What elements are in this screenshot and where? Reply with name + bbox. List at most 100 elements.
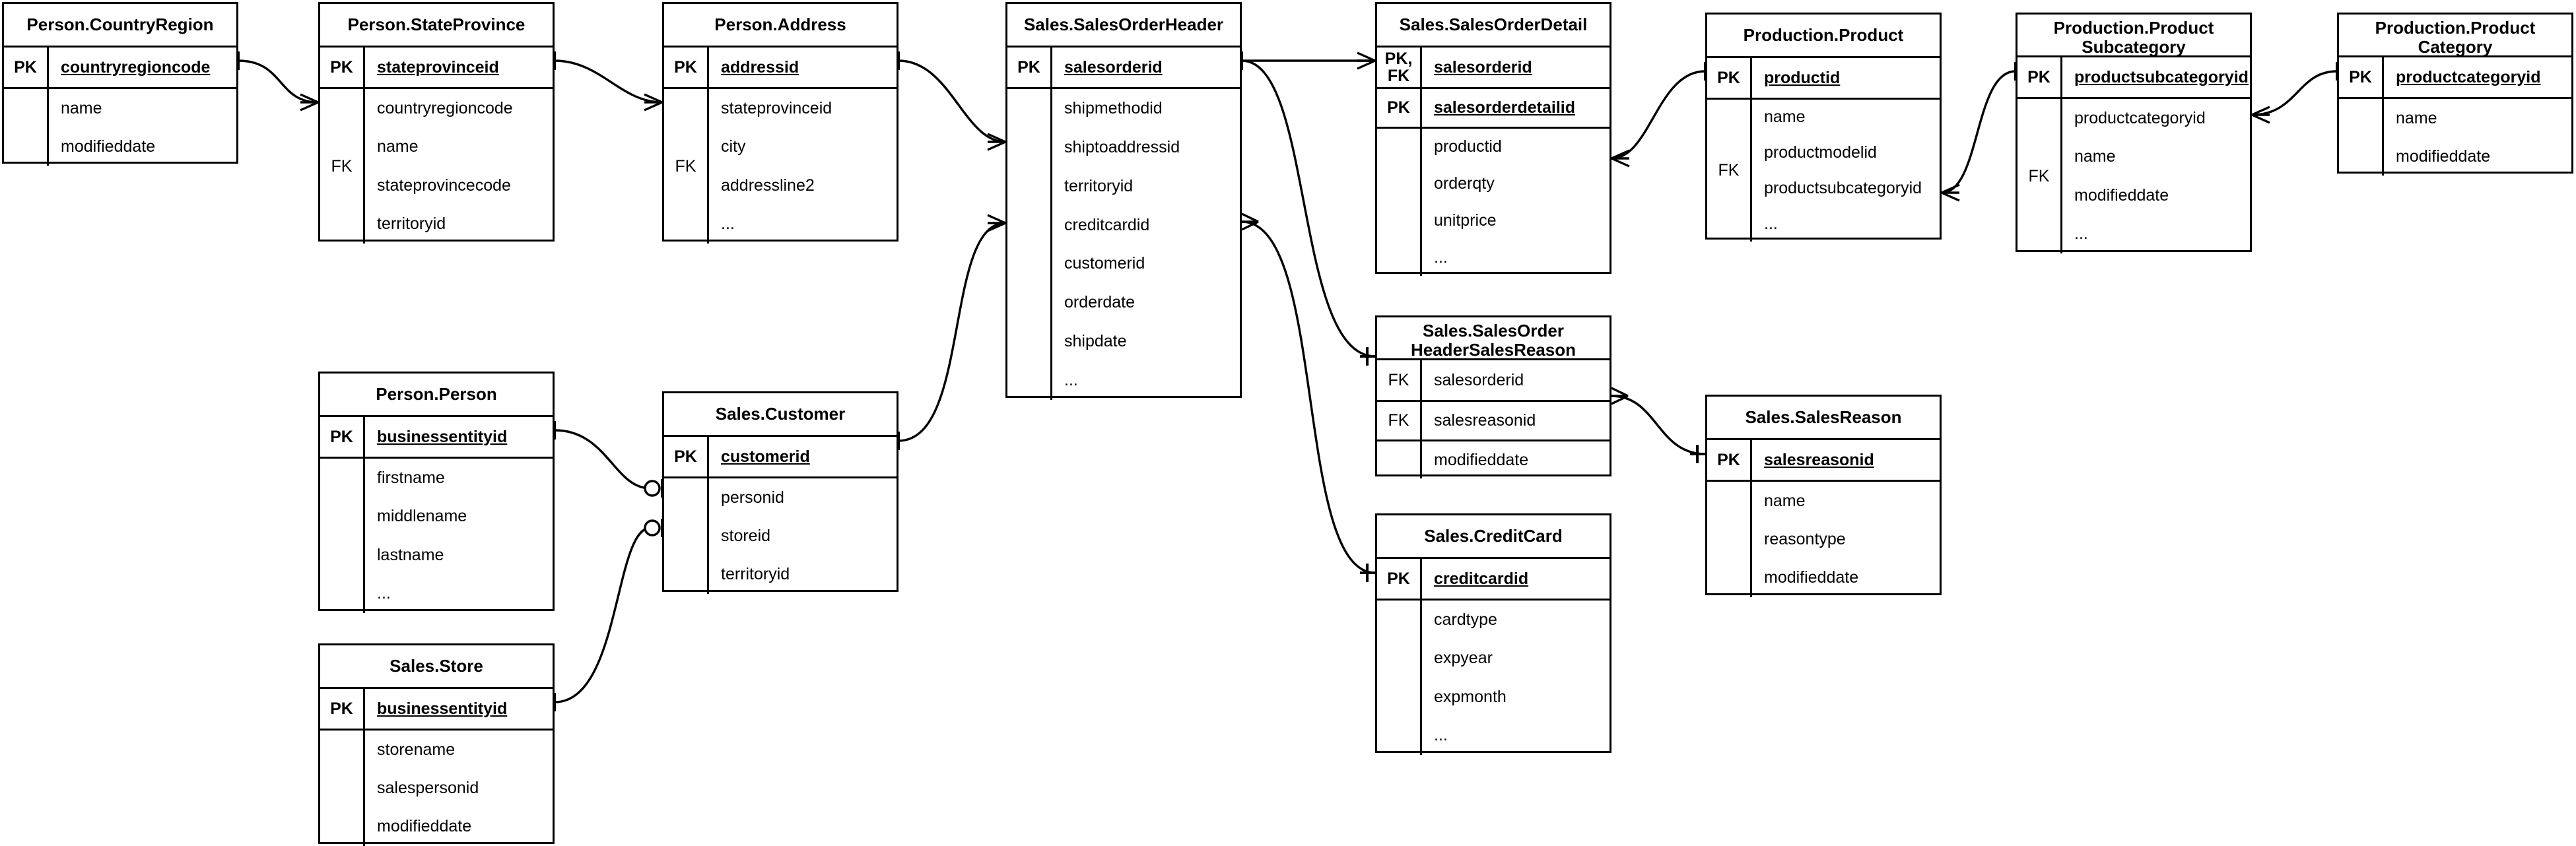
attribute-field[interactable]: name [377,137,419,156]
attribute-field[interactable]: cardtype [1434,610,1497,629]
entity-title: Person.Address [714,14,846,34]
attribute-field[interactable]: ... [1434,726,1448,745]
attribute-field[interactable]: storeid [721,526,771,545]
attribute-field[interactable]: modifieddate [1434,450,1529,469]
attribute-field[interactable]: personid [721,488,784,507]
attribute-field[interactable]: stateprovinceid [721,98,832,117]
attribute-primary-key[interactable]: creditcardid [1434,569,1529,588]
attribute-field[interactable]: modifieddate [61,137,156,156]
attribute-field[interactable]: shipmethodid [1064,98,1163,117]
attribute-field[interactable]: orderdate [1064,293,1135,312]
attribute-field[interactable]: name [1764,108,1806,127]
attribute-field[interactable]: customerid [1064,254,1145,273]
attribute-field[interactable]: territoryid [1064,176,1134,195]
attribute-primary-key[interactable]: addressid [721,57,799,77]
attribute-primary-key[interactable]: productid [1764,68,1841,87]
attribute-field[interactable]: modifieddate [2074,185,2169,205]
attribute-field[interactable]: storename [377,740,456,759]
attribute-primary-key[interactable]: salesorderid [1064,57,1163,77]
attribute-field[interactable]: ... [1434,247,1448,267]
attribute-primary-key[interactable]: productcategoryid [2396,67,2541,86]
attribute-field[interactable]: productcategoryid [2074,108,2206,127]
attribute-field[interactable]: name [1764,491,1806,510]
entity-title: Sales.SalesReason [1745,407,1902,427]
attribute-field[interactable]: orderqty [1434,174,1495,193]
attribute-field[interactable]: name [61,98,102,117]
attribute-column: stateprovinceid city addressline2... [709,89,897,244]
key-badge [1007,89,1052,400]
attribute-field[interactable]: middlename [377,507,467,526]
attribute-field[interactable]: ... [1064,371,1078,390]
attribute-field[interactable]: lastname [377,545,444,564]
attribute-primary-key[interactable]: salesorderid [1434,57,1532,77]
attribute-field[interactable]: modifieddate [1764,568,1859,587]
attribute-field[interactable]: expmonth [1434,687,1507,706]
attribute-field[interactable]: territoryid [377,214,446,234]
attribute-field[interactable]: salesorderid [1434,370,1524,389]
attribute-field[interactable]: addressline2 [721,176,815,195]
attribute-field[interactable]: productid [1434,137,1502,156]
attribute-field[interactable]: countryregioncode [377,98,513,117]
attribute-field[interactable]: expyear [1434,649,1493,668]
attribute-primary-key[interactable]: stateprovinceid [377,57,499,77]
attribute-field[interactable]: firstname [377,468,445,487]
attribute-primary-key[interactable]: productsubcategoryid [2074,67,2249,86]
key-badge [1377,601,1422,755]
attribute-primary-key[interactable]: customerid [721,447,810,466]
entity-title-line: Subcategory [2082,37,2186,57]
attribute-field[interactable]: modifieddate [377,817,472,836]
attribute-field[interactable]: modifieddate [2396,146,2491,166]
key-badge: FK [1377,402,1422,439]
attribute-primary-key[interactable]: salesorderdetailid [1434,98,1575,117]
attribute-primary-key[interactable]: businessentityid [377,427,508,446]
attribute-field[interactable]: territoryid [721,565,790,584]
attribute-field[interactable]: stateprovincecode [377,176,511,195]
attribute-field[interactable]: ... [377,584,391,603]
attribute-field[interactable]: productmodelid [1764,143,1877,162]
attribute-field[interactable]: productsubcategoryid [1764,178,1922,197]
attribute-field[interactable]: ... [721,214,735,234]
key-badge [320,459,365,613]
attribute-column: stateprovinceid [365,48,553,87]
attribute-field[interactable]: name [2396,108,2437,127]
attribute-primary-key[interactable]: businessentityid [377,699,508,718]
key-badge: PK [1707,440,1752,480]
attribute-column: productid orderqty unitprice... [1422,129,1610,276]
attribute-primary-key[interactable]: countryregioncode [61,57,211,77]
attribute-field[interactable]: name [2074,147,2116,166]
attribute-field[interactable]: shipdate [1064,332,1127,351]
attribute-field[interactable]: shiptoaddressid [1064,137,1180,156]
attribute-field[interactable]: salespersonid [377,778,479,797]
attribute-field[interactable]: city [721,137,746,156]
attribute-primary-key[interactable]: salesreasonid [1764,450,1874,469]
attribute-field[interactable]: ... [1764,214,1778,233]
attribute-column: countryregioncode [49,48,236,87]
attribute-field[interactable]: reasontype [1764,529,1846,548]
key-badge: PK [1377,559,1422,599]
attribute-field[interactable]: unitprice [1434,211,1497,230]
attribute-field[interactable]: creditcardid [1064,215,1150,234]
attribute-field[interactable]: salesreasonid [1434,411,1536,430]
attribute-field[interactable]: ... [2074,224,2088,244]
attribute-group: shipmethodid shiptoaddressid territoryid cr… [1007,87,1240,400]
